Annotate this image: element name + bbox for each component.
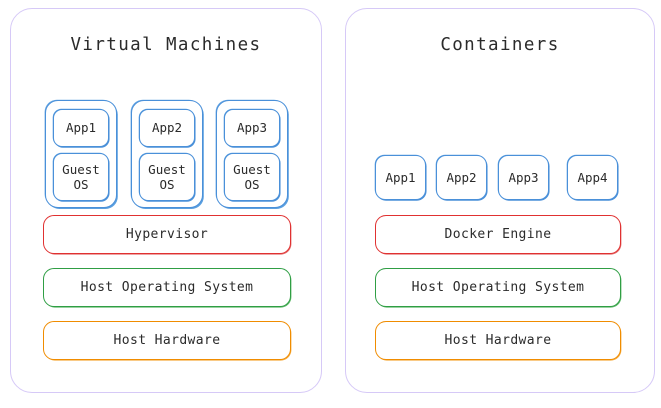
container-layer-host-operating-system: Host Operating System — [375, 268, 621, 307]
container-layer-host-hardware: Host Hardware — [375, 321, 621, 360]
vm-guest-os-label-1b: OS — [73, 177, 89, 192]
page-title-containers: Containers — [440, 35, 560, 55]
vm-guest-os-label-1a: Guest — [62, 161, 100, 177]
vm-guest-os-label-3a: Guest — [233, 161, 271, 177]
container-layer-docker-engine: Docker Engine — [375, 215, 621, 254]
vm-guest-os-label-2a: Guest — [148, 161, 186, 177]
vm-app-box-3: App3 — [224, 109, 280, 147]
vm-app-box-1: App1 — [53, 109, 109, 147]
vm-guest-os-box-2: Guest OS — [139, 153, 195, 201]
vm-guest-os-label-3b: OS — [244, 177, 260, 192]
page-title-virtual-machines: Virtual Machines — [70, 35, 262, 55]
vm-guest-os-box-1: Guest OS — [53, 153, 109, 201]
container-app-box-1: App1 — [375, 155, 426, 200]
vm-app-box-2: App2 — [139, 109, 195, 147]
vm-guest-os-box-3: Guest OS — [224, 153, 280, 201]
vm-guest-os-label-2b: OS — [159, 177, 175, 192]
container-app-box-3: App3 — [498, 155, 549, 200]
container-app-box-4: App4 — [567, 155, 618, 200]
container-app-box-2: App2 — [436, 155, 487, 200]
vm-layer-hypervisor: Hypervisor — [43, 215, 291, 254]
vm-layer-host-hardware: Host Hardware — [43, 321, 291, 360]
vm-layer-host-operating-system: Host Operating System — [43, 268, 291, 307]
